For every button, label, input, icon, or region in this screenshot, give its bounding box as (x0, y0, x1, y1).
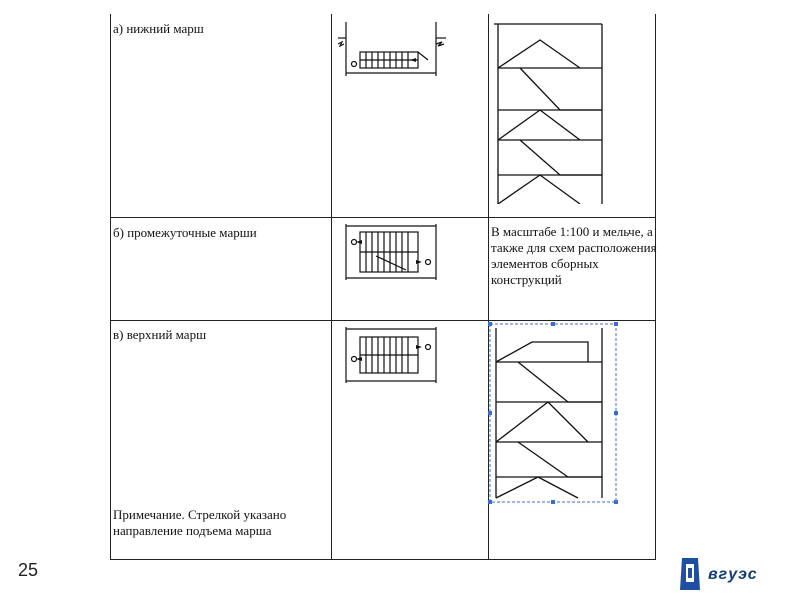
logo (676, 552, 796, 596)
table-row-upper-flight: в) верхний марш Примечание. Стрелкой ука… (111, 321, 655, 560)
upper-flight-section-drawing (488, 322, 618, 504)
row-label-intermediate: б) промежуточные марши (113, 225, 257, 240)
intermediate-flights-plan-drawing (345, 224, 437, 280)
page-number: 25 (18, 560, 39, 580)
lower-flight-section-drawing (494, 23, 603, 204)
row-label-upper: в) верхний марш (113, 327, 207, 342)
stair-table: а) нижний марш б) промежуточные марши В … (110, 14, 657, 560)
scale-note: В масштабе 1:100 и мельче, а также для с… (491, 224, 657, 287)
column-divider-1 (331, 14, 332, 559)
logo-text: вгуэс (708, 566, 758, 583)
university-emblem-icon (680, 558, 700, 590)
footnote: Примечание. Стрелкой указано направление… (113, 507, 287, 538)
lower-flight-plan-drawing (337, 22, 446, 76)
table-row-intermediate-flights: б) промежуточные марши В масштабе 1:100 … (111, 218, 657, 321)
row-label-lower: а) нижний марш (113, 21, 204, 36)
table-row-lower-flight: а) нижний марш (111, 14, 655, 218)
column-divider-2 (488, 14, 489, 559)
upper-flight-plan-drawing (345, 327, 437, 383)
